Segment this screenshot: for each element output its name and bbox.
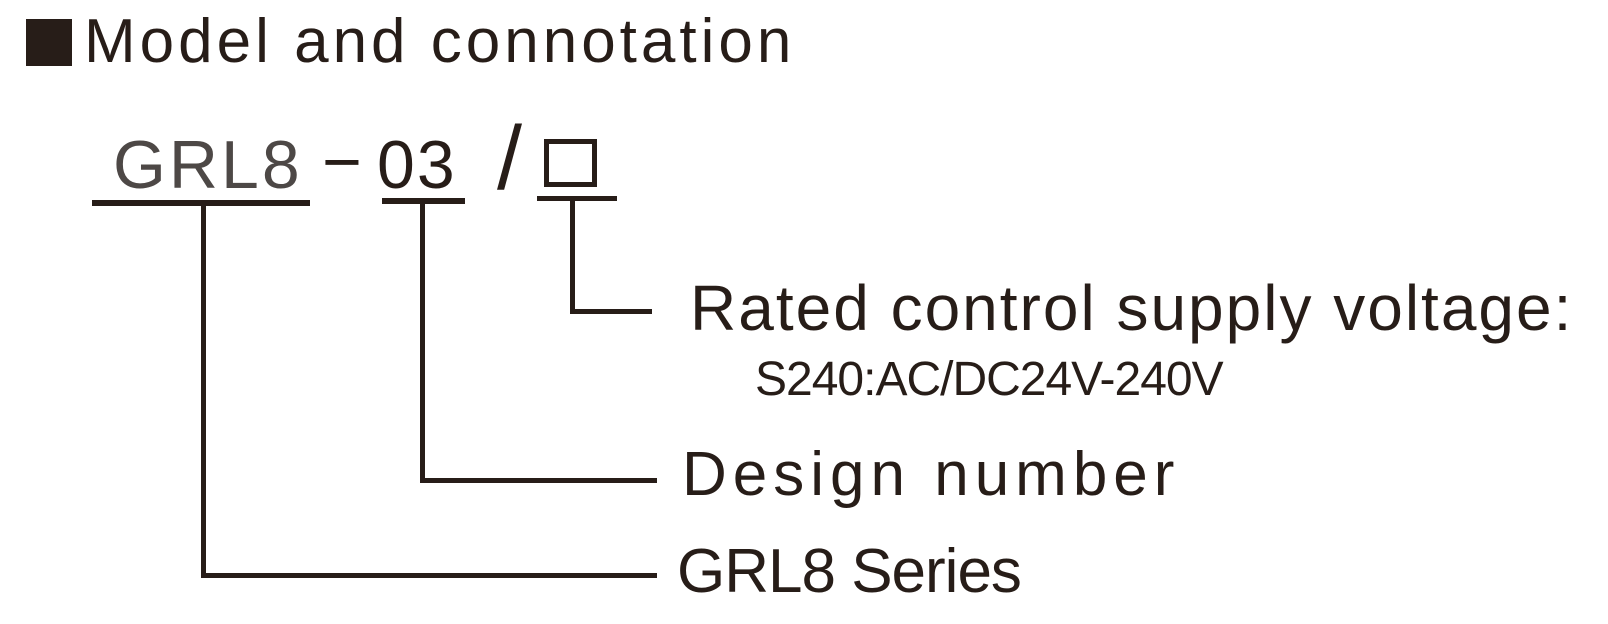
connector-series-vertical: [201, 204, 206, 578]
design-number-label: Design number: [682, 440, 1181, 509]
rated-voltage-label: Rated control supply voltage:: [690, 272, 1574, 344]
section-bullet-icon: [26, 19, 72, 66]
connector-voltage-horizontal: [570, 309, 652, 314]
underline-placeholder-box: [537, 196, 617, 201]
model-code-design-number: 03: [377, 127, 457, 203]
series-label: GRL8 Series: [677, 537, 1022, 606]
underline-series: [92, 200, 310, 206]
model-code-series: GRL8: [113, 127, 303, 203]
connector-design-horizontal: [420, 478, 657, 483]
model-code-slash: /: [497, 109, 523, 209]
rated-voltage-value: S240:AC/DC24V-240V: [755, 353, 1224, 406]
model-code-separator: −: [322, 124, 362, 200]
connector-design-vertical: [420, 202, 425, 483]
connector-series-horizontal: [201, 573, 657, 578]
placeholder-box-icon: [544, 139, 597, 187]
underline-design-number: [382, 198, 465, 204]
connector-voltage-vertical: [570, 199, 575, 314]
section-title: Model and connotation: [84, 7, 796, 76]
